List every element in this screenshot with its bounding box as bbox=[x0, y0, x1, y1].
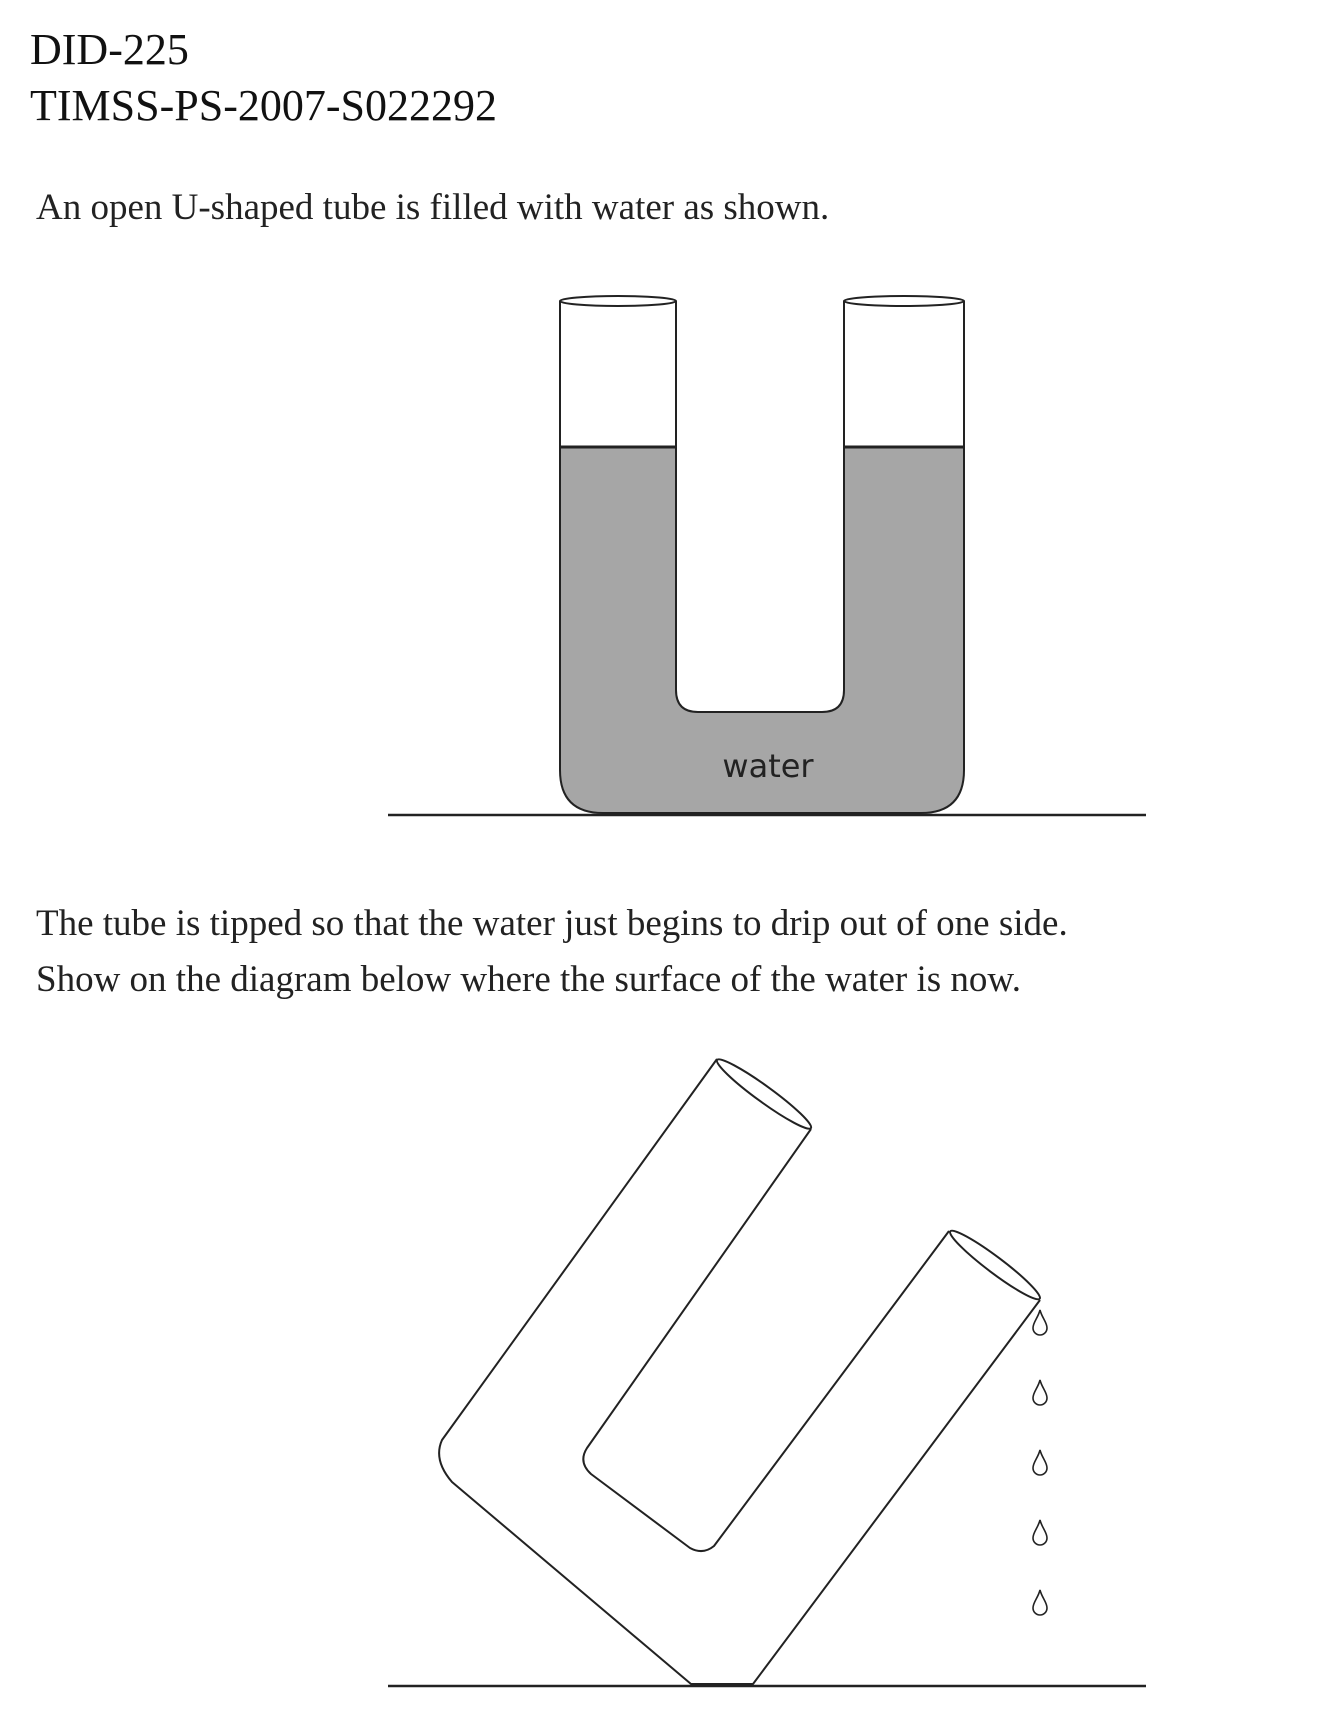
water-drop-5 bbox=[1032, 1589, 1048, 1616]
instruction-line-1: The tube is tipped so that the water jus… bbox=[36, 903, 1068, 944]
tipped-mouth-right bbox=[949, 1229, 1041, 1301]
item-id: DID-225 bbox=[30, 25, 189, 74]
water-label: water bbox=[722, 747, 814, 785]
water-drop-1 bbox=[1032, 1309, 1048, 1336]
instruction-line-2: Show on the diagram below where the surf… bbox=[36, 959, 1021, 1000]
question-intro: An open U-shaped tube is filled with wat… bbox=[36, 187, 830, 228]
water-drop-4 bbox=[1032, 1519, 1048, 1546]
tipped-tube-outer bbox=[438, 1058, 1041, 1685]
tube-mouth-right bbox=[843, 295, 965, 307]
water-drops bbox=[1032, 1309, 1048, 1616]
tipped-mouth-left bbox=[715, 1058, 813, 1130]
water-drop-3 bbox=[1032, 1449, 1048, 1476]
u-tube-figure-upright: water bbox=[388, 295, 1146, 817]
tube-mouth-left bbox=[559, 295, 677, 307]
item-code: TIMSS-PS-2007-S022292 bbox=[30, 81, 497, 130]
tipped-tube-inner bbox=[582, 1128, 950, 1552]
water-drop-2 bbox=[1032, 1379, 1048, 1406]
